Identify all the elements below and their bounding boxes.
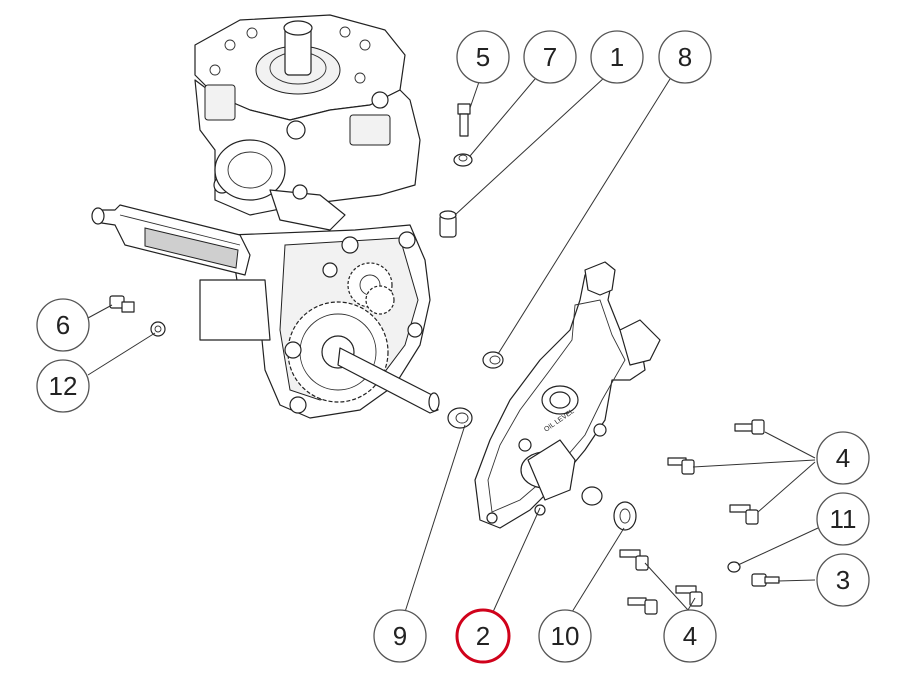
svg-text:7: 7 [543,42,557,72]
svg-text:5: 5 [476,42,490,72]
callout-9: 9 [373,609,427,663]
callout-5: 5 [456,30,510,84]
svg-text:11: 11 [830,504,857,534]
svg-text:4: 4 [836,443,850,473]
small-parts [109,103,780,615]
bolt-5 [457,103,471,137]
bolts-4-right [667,419,765,525]
svg-text:12: 12 [49,371,78,401]
callout-10: 10 [538,609,592,663]
callout-11: 11 [816,492,870,546]
callout-1: 1 [590,30,644,84]
bushing-9 [447,407,473,429]
gearbox-housing [194,14,431,419]
svg-text:6: 6 [56,310,70,340]
bolt-3 [751,573,780,587]
callout-7: 7 [523,30,577,84]
callout-12: 12 [36,359,90,413]
leader-lines [87,76,819,613]
svg-text:3: 3 [836,565,850,595]
plug-1 [439,210,457,238]
callout-4-upper: 4 [816,431,870,485]
side-cover: OIL LEVEL [474,261,661,529]
svg-text:2: 2 [476,621,490,651]
callout-8: 8 [658,30,712,84]
callout-3: 3 [816,553,870,607]
callout-2-highlighted: 2 [455,608,511,664]
output-shaft [337,347,440,414]
svg-text:8: 8 [678,42,692,72]
svg-text:4: 4 [683,621,697,651]
callout-4-lower: 4 [663,609,717,663]
nut-7 [453,153,473,167]
input-shaft [91,204,251,276]
bushing-8 [482,351,504,369]
washer-10 [613,501,637,531]
svg-text:10: 10 [551,621,580,651]
bolt-6 [109,295,135,313]
svg-text:9: 9 [393,621,407,651]
callout-6: 6 [36,298,90,352]
svg-text:1: 1 [610,42,624,72]
washer-12 [150,321,166,337]
bolts-4-bottom [619,549,703,615]
